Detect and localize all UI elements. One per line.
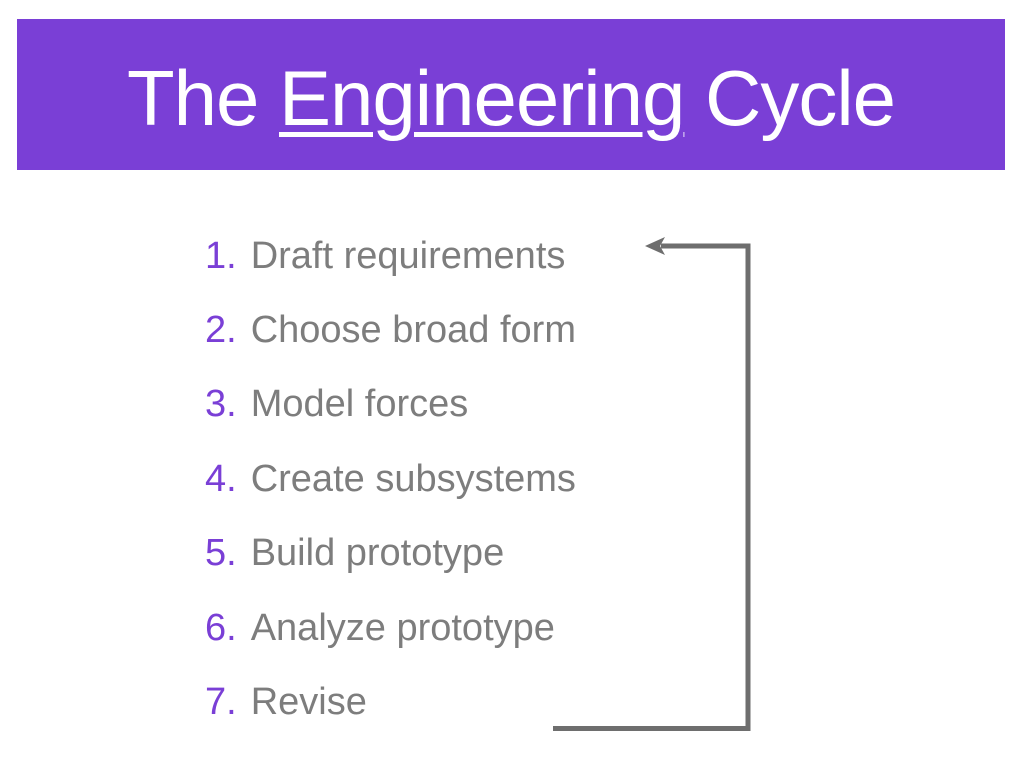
slide-title-suffix: Cycle	[684, 54, 896, 142]
step-text: Revise	[250, 681, 367, 724]
slide-title-underlined-word: Engineering	[279, 54, 685, 142]
list-item: 6. Analyze prototype	[205, 591, 576, 665]
list-item: 3. Model forces	[205, 368, 576, 442]
step-number: 5.	[205, 532, 237, 575]
list-item: 2. Choose broad form	[205, 293, 576, 367]
step-text: Create subsystems	[250, 457, 576, 500]
step-text: Build prototype	[250, 532, 505, 575]
slide-title: The Engineering Cycle	[127, 52, 896, 137]
steps-list: 1. Draft requirements 2. Choose broad fo…	[205, 219, 576, 740]
step-number: 3.	[205, 383, 237, 426]
cycle-arrow-line	[553, 243, 751, 731]
list-item: 4. Create subsystems	[205, 442, 576, 516]
step-number: 6.	[205, 606, 237, 649]
cycle-arrow-head	[645, 237, 665, 255]
step-number: 2.	[205, 309, 237, 352]
step-number: 4.	[205, 457, 237, 500]
list-item: 7. Revise	[205, 665, 576, 739]
step-number: 7.	[205, 681, 237, 724]
step-text: Draft requirements	[250, 234, 566, 277]
list-item: 1. Draft requirements	[205, 219, 576, 293]
step-text: Analyze prototype	[250, 606, 555, 649]
step-text: Choose broad form	[250, 309, 576, 352]
title-banner: The Engineering Cycle	[17, 19, 1005, 170]
step-text: Model forces	[250, 383, 469, 426]
slide-title-prefix: The	[126, 54, 280, 142]
step-number: 1.	[205, 234, 237, 277]
list-item: 5. Build prototype	[205, 517, 576, 591]
